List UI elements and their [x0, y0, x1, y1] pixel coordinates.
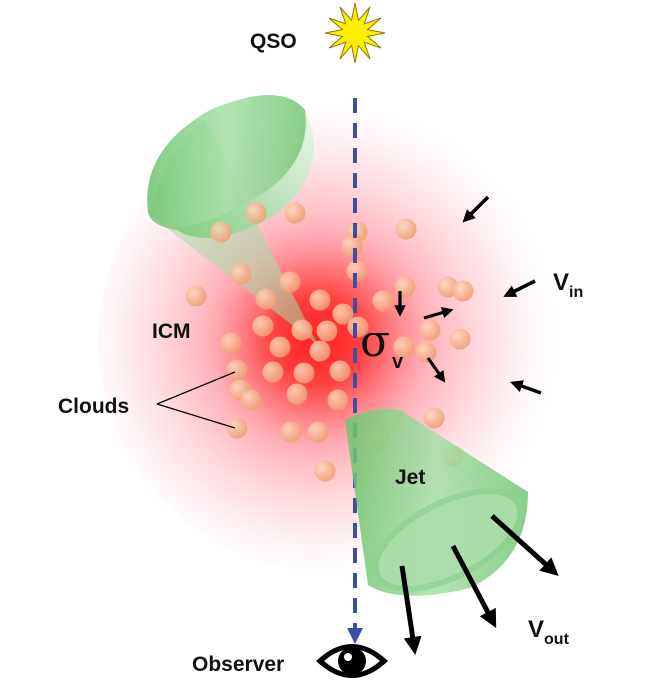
- cloud: [341, 235, 363, 257]
- counter-jet: [147, 95, 318, 345]
- cloud: [286, 383, 308, 405]
- star-burst-icon: [324, 2, 386, 64]
- qso-label: QSO: [250, 30, 297, 53]
- cloud: [255, 288, 277, 310]
- cloud: [309, 340, 331, 362]
- cloud: [230, 263, 252, 285]
- inflow-arrows: [462, 195, 542, 395]
- cloud: [452, 280, 474, 302]
- cloud: [372, 290, 394, 312]
- cloud: [240, 389, 262, 411]
- cloud: [332, 303, 354, 325]
- cloud: [394, 276, 416, 298]
- cloud: [210, 221, 232, 243]
- cloud: [449, 328, 471, 350]
- cloud: [419, 319, 441, 341]
- cloud: [309, 289, 331, 311]
- cloud: [262, 361, 284, 383]
- cloud: [291, 319, 313, 341]
- vin-label: Vin: [553, 269, 583, 301]
- cloud: [280, 421, 302, 443]
- cloud: [245, 202, 267, 224]
- cloud: [423, 407, 445, 429]
- jet-label: Jet: [395, 466, 425, 489]
- observer-label: Observer: [192, 653, 284, 676]
- cloud: [220, 332, 242, 354]
- cloud: [329, 360, 351, 382]
- cloud: [316, 320, 338, 342]
- clouds-pointer-lines: [156, 371, 236, 429]
- cloud: [226, 359, 248, 381]
- cloud: [185, 285, 207, 307]
- cloud: [279, 271, 301, 293]
- cloud: [293, 362, 315, 384]
- cloud: [393, 336, 415, 358]
- cloud: [284, 202, 306, 224]
- cloud: [307, 421, 329, 443]
- eye-icon: [316, 644, 388, 678]
- cloud: [226, 417, 248, 439]
- cloud: [269, 336, 291, 358]
- jet-cone: [345, 408, 528, 596]
- dispersion-arrows: [394, 291, 454, 383]
- cloud: [252, 315, 274, 337]
- outflow-arrows: [399, 514, 559, 655]
- clouds-group: [185, 202, 474, 482]
- cloud: [346, 260, 368, 282]
- cloud: [395, 218, 417, 240]
- cloud: [347, 316, 369, 338]
- vout-label: Vout: [528, 616, 570, 648]
- clouds-label: Clouds: [58, 395, 129, 418]
- icm-label: ICM: [152, 320, 191, 343]
- cloud: [327, 389, 349, 411]
- cloud: [314, 460, 336, 482]
- cloud: [415, 341, 437, 363]
